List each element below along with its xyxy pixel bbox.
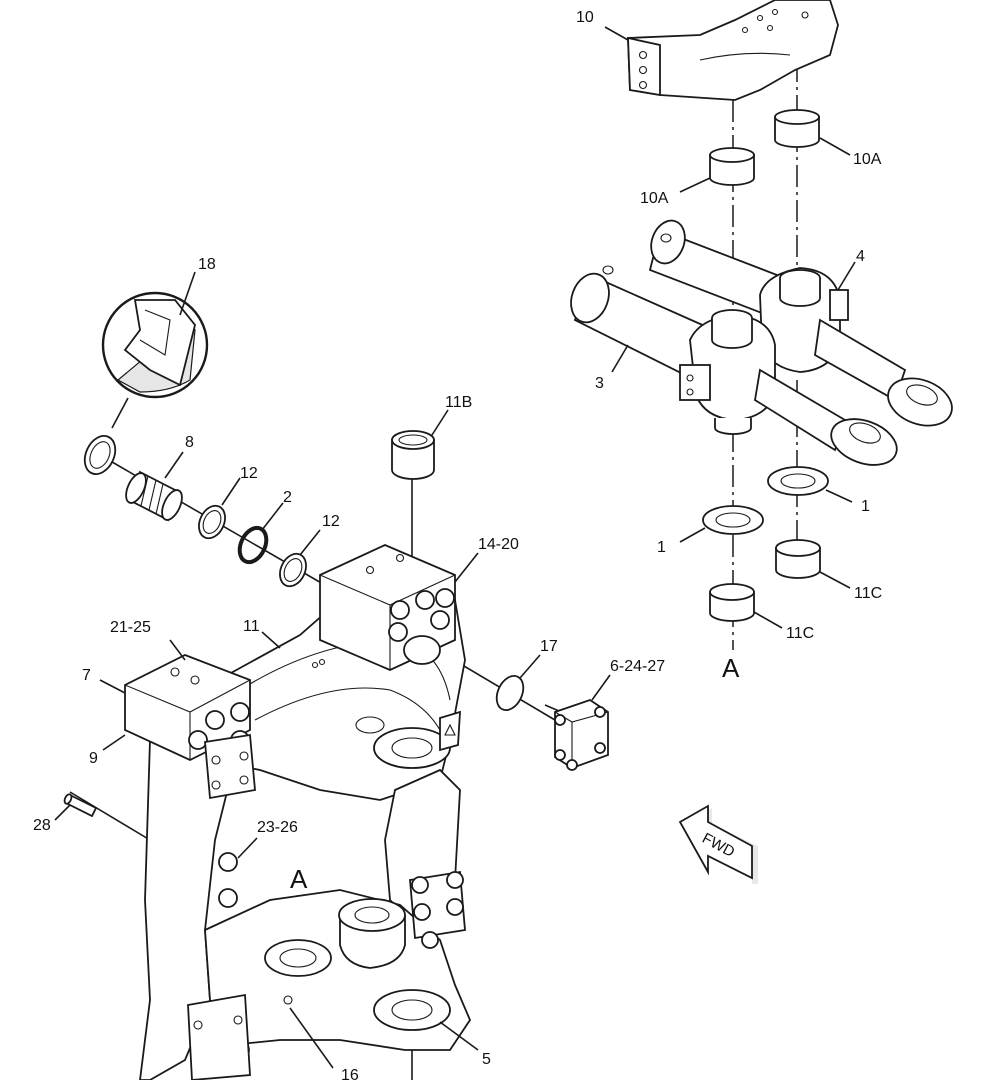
bushing-11b (391, 430, 435, 480)
flange-6-24-27 (544, 699, 609, 771)
callout-18: 18 (198, 256, 216, 273)
callout-12-a: 12 (240, 465, 258, 482)
callout-5: 5 (482, 1051, 491, 1068)
lower-right-bolt-group (409, 870, 466, 949)
callout-11: 11 (243, 618, 260, 635)
callout-23-26: 23-26 (257, 819, 298, 836)
leader-lines (54, 26, 856, 1069)
callout-16: 16 (341, 1067, 359, 1080)
frame-11 (124, 544, 472, 1080)
view-marker-a-lower: A (290, 864, 308, 894)
callout-21-25: 21-25 (110, 619, 151, 636)
washer-1-right (767, 466, 829, 496)
right-bolt-group (388, 588, 455, 642)
callout-11b: 11B (445, 394, 472, 411)
cylinder-3 (570, 265, 898, 466)
ring-12-a (198, 504, 226, 540)
callout-10a-right: 10A (853, 151, 882, 168)
callout-1-right: 1 (861, 498, 870, 515)
callout-2: 2 (283, 489, 292, 506)
bushing-11c-right (775, 539, 821, 579)
callout-10a-left: 10A (640, 190, 669, 207)
bracket-10 (627, 0, 839, 101)
bushing-10a-left (709, 147, 755, 186)
view-markers: A A (290, 653, 740, 894)
callout-17: 17 (540, 638, 558, 655)
view-marker-a-upper: A (722, 653, 740, 683)
callout-14-20: 14-20 (478, 536, 519, 553)
callout-11c-left: 11C (786, 625, 814, 642)
washer-1-left (702, 505, 764, 535)
pin-28 (63, 793, 98, 818)
callout-7: 7 (82, 667, 91, 684)
callout-3: 3 (595, 375, 604, 392)
ring-2 (237, 525, 269, 565)
callout-1-left: 1 (657, 539, 666, 556)
callout-9: 9 (89, 750, 98, 767)
lower-left-bolt-group (187, 852, 251, 1080)
cylinder-4 (648, 219, 953, 427)
bushing-10a-right (774, 109, 820, 148)
ring-12-b (279, 552, 307, 588)
seal-ring-18 (83, 435, 117, 475)
bushing-11c-left (709, 583, 755, 622)
forward-direction-arrow: FWD (678, 804, 758, 884)
piston-8 (125, 470, 183, 522)
callout-11c-right: 11C (854, 585, 882, 602)
callout-12-b: 12 (322, 513, 340, 530)
detail-circle-18 (101, 291, 209, 429)
callout-10: 10 (576, 9, 594, 26)
o-ring-17 (495, 675, 525, 711)
callout-28: 28 (33, 817, 51, 834)
callout-8: 8 (185, 434, 194, 451)
callout-4: 4 (856, 248, 865, 265)
callout-labels: 10 10A 10A 4 3 18 11B 8 12 2 12 14-20 1 … (33, 9, 882, 1080)
callout-6-24-27: 6-24-27 (610, 658, 665, 675)
